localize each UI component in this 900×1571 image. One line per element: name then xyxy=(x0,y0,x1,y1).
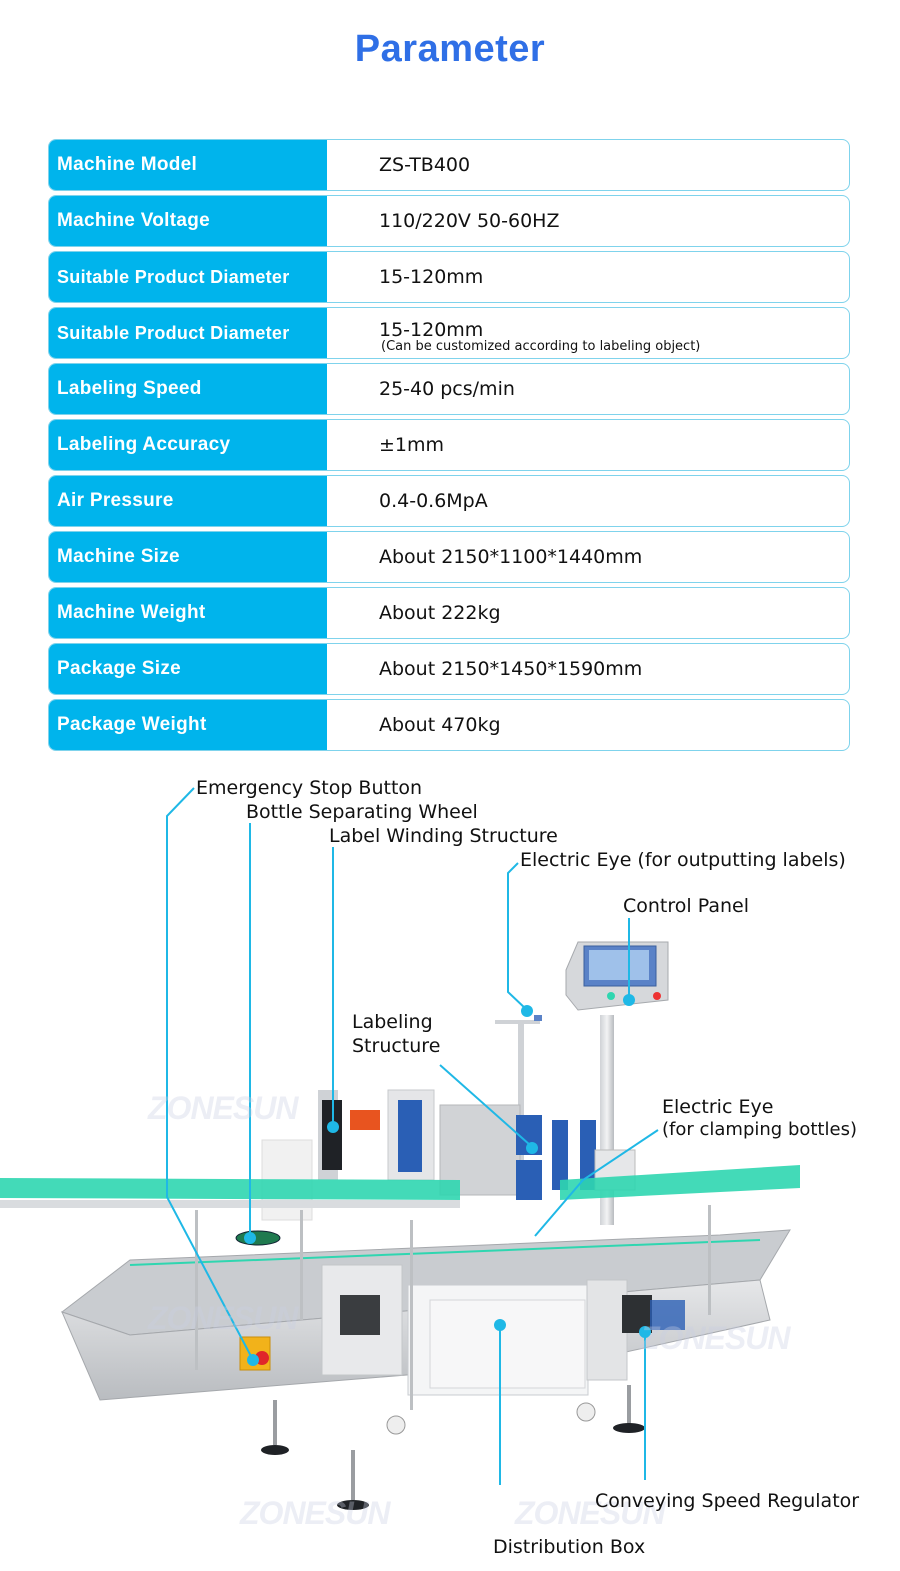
callout-emergency-stop: Emergency Stop Button xyxy=(196,777,423,799)
machine-diagram: ZONESUN ZONESUN ZONESUN ZONESUN ZONESUN … xyxy=(0,760,900,1571)
control-panel xyxy=(565,941,669,1011)
param-value: ±1mm xyxy=(379,434,445,456)
param-label: Machine Size xyxy=(49,532,327,582)
watermark: ZONESUN xyxy=(640,1320,790,1356)
param-value: About 222kg xyxy=(379,602,501,624)
labeling-structure-leader xyxy=(439,1064,531,1146)
table-row: Package Size About 2150*1450*1590mm xyxy=(48,643,850,695)
param-value: 110/220V 50-60HZ xyxy=(379,210,560,232)
param-label: Labeling Speed xyxy=(49,364,327,414)
callout-control-panel: Control Panel xyxy=(623,895,749,917)
param-label: Machine Voltage xyxy=(49,196,327,246)
param-label: Machine Model xyxy=(49,140,327,190)
param-value: About 470kg xyxy=(379,714,501,736)
callout-electric-eye-clamp-2: (for clamping bottles) xyxy=(662,1119,857,1140)
callout-dots xyxy=(244,994,651,1366)
param-label: Package Size xyxy=(49,644,327,694)
callout-label-winding: Label Winding Structure xyxy=(329,825,558,847)
table-row: Suitable Product Diameter 15-120mm (Can … xyxy=(48,307,850,359)
watermark: ZONESUN xyxy=(515,1495,665,1531)
callout-electric-eye-clamp-1: Electric Eye xyxy=(662,1096,774,1118)
table-row: Machine Size About 2150*1100*1440mm xyxy=(48,531,850,583)
callout-labeling-structure-2: Structure xyxy=(352,1035,441,1057)
callout-labeling-structure-1: Labeling xyxy=(352,1011,433,1033)
param-label: Labeling Accuracy xyxy=(49,420,327,470)
callout-distribution-box: Distribution Box xyxy=(493,1536,646,1558)
table-row: Labeling Speed 25-40 pcs/min xyxy=(48,363,850,415)
watermark: ZONESUN xyxy=(148,1300,298,1336)
electric-eye-clamp-leader xyxy=(534,1129,659,1237)
param-value: About 2150*1100*1440mm xyxy=(379,546,643,568)
param-value: ZS-TB400 xyxy=(379,154,471,176)
table-row: Machine Voltage 110/220V 50-60HZ xyxy=(48,195,850,247)
emergency-stop-button xyxy=(239,1336,271,1371)
machine-illustration xyxy=(0,787,800,1510)
electric-eye-labels-leader xyxy=(507,862,528,1011)
watermark: ZONESUN xyxy=(240,1495,390,1531)
callout-separating-wheel: Bottle Separating Wheel xyxy=(246,801,478,823)
param-value: About 2150*1450*1590mm xyxy=(379,658,643,680)
separating-wheel xyxy=(235,1230,281,1246)
param-label: Suitable Product Diameter xyxy=(49,308,327,358)
parameter-table: Machine Model ZS-TB400 Machine Voltage 1… xyxy=(48,139,850,755)
param-value: 15-120mm xyxy=(379,318,484,341)
table-row: Package Weight About 470kg xyxy=(48,699,850,751)
emergency-stop-leader xyxy=(166,787,254,1361)
conveyor-rail-back xyxy=(0,1178,460,1200)
param-value: 15-120mm xyxy=(379,266,484,288)
param-label: Package Weight xyxy=(49,700,327,750)
callout-electric-eye-labels: Electric Eye (for outputting labels) xyxy=(520,849,846,871)
table-row: Machine Model ZS-TB400 xyxy=(48,139,850,191)
callout-conveying-regulator: Conveying Speed Regulator xyxy=(595,1490,860,1512)
param-label: Suitable Product Diameter xyxy=(49,252,327,302)
table-row: Suitable Product Diameter 15-120mm xyxy=(48,251,850,303)
table-row: Labeling Accuracy ±1mm xyxy=(48,419,850,471)
param-value: 0.4-0.6MpA xyxy=(379,490,488,512)
param-label: Machine Weight xyxy=(49,588,327,638)
callout-lines xyxy=(166,787,659,1485)
page-title: Parameter xyxy=(354,28,546,70)
watermark: ZONESUN xyxy=(148,1090,298,1126)
param-value: 25-40 pcs/min xyxy=(379,378,515,400)
table-row: Air Pressure 0.4-0.6MpA xyxy=(48,475,850,527)
param-note: (Can be customized according to labeling… xyxy=(381,338,701,354)
table-row: Machine Weight About 222kg xyxy=(48,587,850,639)
param-label: Air Pressure xyxy=(49,476,327,526)
